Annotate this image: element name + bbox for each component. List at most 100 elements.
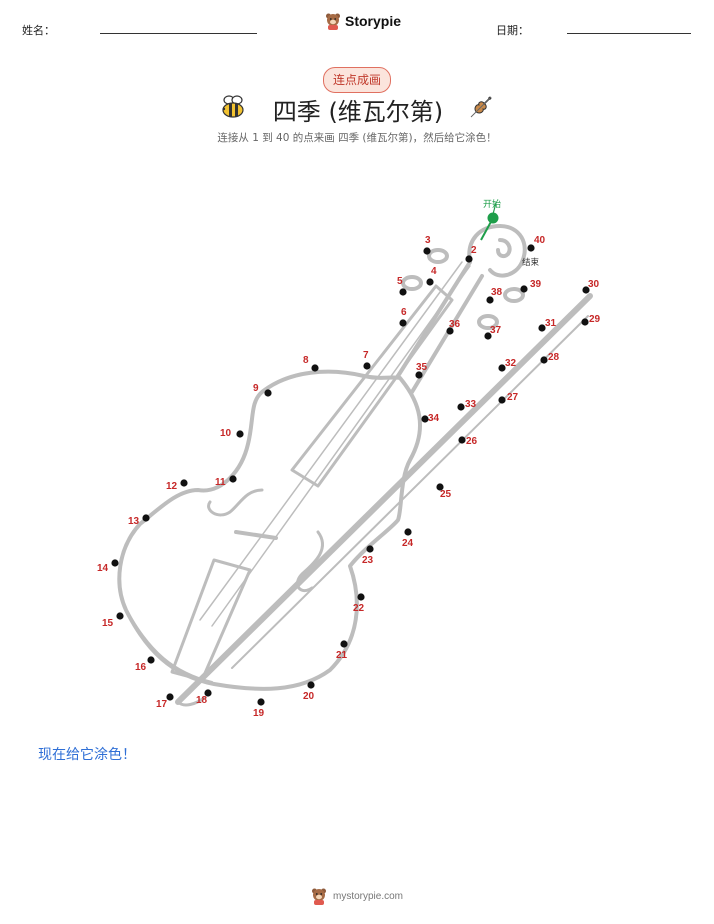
dot-number-32: 32 — [505, 358, 517, 369]
footer: mystorypie.com — [0, 887, 714, 905]
dot-number-10: 10 — [220, 428, 232, 439]
dot-3[interactable] — [423, 247, 431, 255]
dot-29[interactable] — [581, 318, 589, 326]
dot-16[interactable] — [147, 656, 155, 664]
brand-name: Storypie — [345, 13, 402, 29]
dot-number-22: 22 — [353, 603, 365, 614]
dot-11[interactable] — [229, 475, 237, 483]
bear-mascot-icon — [326, 13, 340, 30]
dot-8[interactable] — [311, 364, 319, 372]
start-label: 开始 — [483, 198, 501, 209]
dot-10[interactable] — [236, 430, 244, 438]
dot-number-16: 16 — [135, 662, 147, 673]
brand-logo: Storypie — [325, 12, 401, 30]
end-label: 结束 — [522, 257, 540, 267]
dot-6[interactable] — [399, 319, 407, 327]
dot-number-12: 12 — [166, 481, 178, 492]
dot-30[interactable] — [582, 286, 590, 294]
coloring-prompt: 现在给它涂色！ — [38, 747, 136, 763]
dot-31[interactable] — [538, 324, 546, 332]
dot-number-4: 4 — [431, 266, 437, 277]
violin-icon — [467, 93, 495, 127]
date-label: 日期： — [496, 24, 529, 37]
dot-number-36: 36 — [449, 319, 461, 330]
instructions: 连接从 1 到 40 的点来画 四季 (维瓦尔第)，然后给它涂色！ — [217, 132, 497, 144]
dot-34[interactable] — [421, 415, 429, 423]
dot-23[interactable] — [366, 545, 374, 553]
dot-number-31: 31 — [545, 318, 557, 329]
dot-number-3: 3 — [425, 235, 431, 246]
dot-number-28: 28 — [548, 352, 560, 363]
dot-39[interactable] — [520, 285, 528, 293]
date-line[interactable] — [567, 33, 691, 34]
dot-number-15: 15 — [102, 618, 114, 629]
dot-36[interactable] — [446, 327, 454, 335]
dot-number-6: 6 — [401, 307, 407, 318]
dot-37[interactable] — [484, 332, 492, 340]
dot-18[interactable] — [204, 689, 212, 697]
dot-number-9: 9 — [253, 383, 259, 394]
dot-38[interactable] — [486, 296, 494, 304]
start-marker: 开始 — [480, 198, 501, 241]
dot-24[interactable] — [404, 528, 412, 536]
dot-number-40: 40 — [534, 235, 546, 246]
dot-number-19: 19 — [253, 708, 265, 719]
dot-number-11: 11 — [215, 477, 226, 488]
dot-number-18: 18 — [196, 695, 208, 706]
dot-17[interactable] — [166, 693, 174, 701]
page-title: 四季 (维瓦尔第) — [0, 92, 714, 127]
bee-icon — [219, 94, 247, 126]
dot-40[interactable] — [527, 244, 535, 252]
dot-35[interactable] — [415, 371, 423, 379]
dot-number-34: 34 — [428, 413, 440, 424]
dot-number-24: 24 — [402, 538, 414, 549]
name-label: 姓名： — [22, 24, 55, 37]
dot-26[interactable] — [458, 436, 466, 444]
dot-4[interactable] — [426, 278, 434, 286]
footer-bear-icon — [311, 888, 326, 905]
dot-5[interactable] — [399, 288, 407, 296]
dot-14[interactable] — [111, 559, 119, 567]
dot-number-27: 27 — [507, 392, 519, 403]
dot-7[interactable] — [363, 362, 371, 370]
dot-number-29: 29 — [589, 314, 601, 325]
activity-badge: 连点成画 — [323, 67, 391, 93]
dot-number-37: 37 — [490, 325, 502, 336]
dot-number-14: 14 — [97, 563, 109, 574]
title-text: 四季 (维瓦尔第) — [272, 98, 444, 126]
dot-number-2: 2 — [471, 245, 477, 256]
dot-number-39: 39 — [530, 279, 542, 290]
dot-21[interactable] — [340, 640, 348, 648]
footer-url: mystorypie.com — [332, 890, 403, 902]
dot-27[interactable] — [498, 396, 506, 404]
dot-number-25: 25 — [440, 489, 452, 500]
dot-number-13: 13 — [128, 516, 140, 527]
dot-number-8: 8 — [303, 355, 309, 366]
dot-number-20: 20 — [303, 691, 315, 702]
dot-number-30: 30 — [588, 279, 600, 290]
dot-32[interactable] — [498, 364, 506, 372]
dot-number-38: 38 — [491, 287, 503, 298]
dot-number-17: 17 — [156, 699, 168, 710]
dot-28[interactable] — [540, 356, 548, 364]
dot-number-26: 26 — [466, 436, 478, 447]
dot-12[interactable] — [180, 479, 188, 487]
dot-number-33: 33 — [465, 399, 477, 410]
dot-22[interactable] — [357, 593, 365, 601]
dot-number-35: 35 — [416, 362, 428, 373]
dot-number-7: 7 — [363, 350, 369, 361]
dot-number-23: 23 — [362, 555, 374, 566]
dot-33[interactable] — [457, 403, 465, 411]
name-line[interactable] — [100, 33, 257, 34]
dot-15[interactable] — [116, 612, 124, 620]
dot-number-5: 5 — [397, 276, 403, 287]
dot-20[interactable] — [307, 681, 315, 689]
dot-9[interactable] — [264, 389, 272, 397]
violin-outline — [117, 224, 593, 707]
dot-2[interactable] — [465, 255, 473, 263]
dot-25[interactable] — [436, 483, 444, 491]
dot-13[interactable] — [142, 514, 150, 522]
dot-19[interactable] — [257, 698, 265, 706]
